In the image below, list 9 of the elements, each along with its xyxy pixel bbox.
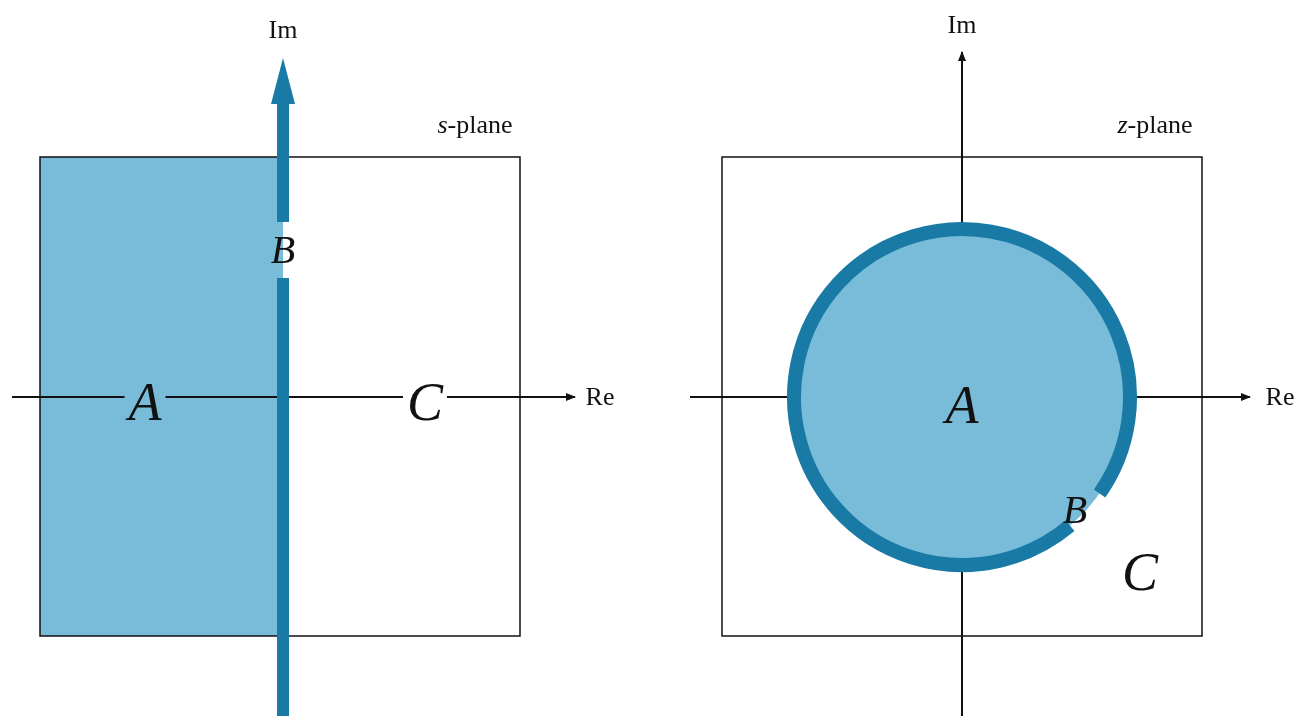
region-label: B — [1062, 490, 1088, 530]
plane-label: s-plane — [437, 112, 513, 138]
axis-label: Re — [585, 384, 615, 410]
axis-label: Im — [947, 12, 977, 38]
region-label: C — [1122, 545, 1158, 599]
plane-label: z-plane — [1117, 112, 1193, 138]
axis-label: Re — [1265, 384, 1295, 410]
region-label: B — [270, 230, 296, 270]
axis-label: Im — [268, 17, 298, 43]
